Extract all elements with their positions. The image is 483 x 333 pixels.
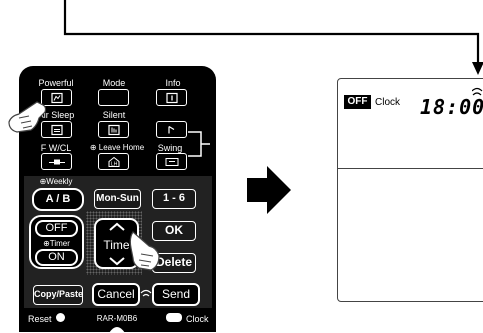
pointing-hand-icon-2	[129, 231, 160, 271]
fw-cl-button[interactable]	[41, 153, 72, 170]
off-button[interactable]: OFF	[35, 220, 78, 237]
powerful-button[interactable]	[41, 89, 72, 106]
lcd-off-badge: OFF	[344, 95, 371, 109]
mode-label: Mode	[102, 78, 126, 88]
delete-button[interactable]: Delete	[152, 253, 196, 273]
one-six-button[interactable]: 1 - 6	[152, 189, 196, 209]
clock-label: Clock	[186, 314, 209, 324]
time-down-icon[interactable]	[108, 256, 126, 266]
clock-button[interactable]	[166, 313, 182, 322]
ok-button[interactable]: OK	[152, 221, 196, 241]
leave-home-button[interactable]: LH	[98, 153, 129, 170]
cancel-button[interactable]: Cancel	[92, 283, 140, 306]
fw-cl-label: F W/CL	[40, 143, 72, 153]
timer-label: ⊕Timer	[43, 239, 70, 248]
reset-button[interactable]	[56, 313, 65, 322]
lcd-display	[337, 78, 483, 302]
silent-label: Silent	[102, 110, 126, 120]
lcd-time: 18:00	[420, 95, 483, 119]
air-sleep-label: Air Sleep	[37, 110, 75, 120]
swing-label: Swing	[157, 143, 183, 153]
info-button[interactable]	[156, 89, 187, 106]
send-button[interactable]: Send	[152, 283, 200, 306]
silent-button[interactable]	[98, 121, 129, 138]
lcd-divider	[338, 168, 483, 169]
time-up-icon[interactable]	[108, 222, 126, 232]
swing-horizontal-icon	[165, 157, 178, 166]
lcd-signal-icon	[472, 87, 483, 96]
pointing-hand-icon	[8, 101, 47, 133]
mon-sun-button[interactable]: Mon-Sun	[94, 189, 141, 209]
weekly-label: ⊕Weekly	[39, 177, 73, 186]
silent-icon	[107, 124, 120, 135]
info-label: Info	[165, 78, 181, 88]
svg-text:LH: LH	[111, 161, 118, 167]
weekly-ab-button[interactable]: A / B	[32, 188, 84, 211]
time-label: Time	[103, 238, 130, 252]
leave-home-text: Leave Home	[98, 143, 145, 152]
swing-vertical-icon	[167, 125, 174, 133]
powerful-icon	[50, 92, 63, 103]
model-label: RAR-M0B6	[96, 314, 138, 323]
lcd-clock-label: Clock	[375, 97, 401, 108]
leave-home-label: ⊕ Leave Home	[89, 143, 145, 152]
powerful-label: Powerful	[38, 78, 74, 88]
leave-home-icon: LH	[108, 156, 119, 167]
fw-cl-icon	[48, 159, 65, 164]
swing-vertical-button[interactable]	[156, 121, 187, 138]
swing-bracket	[188, 131, 210, 157]
air-sleep-icon	[50, 124, 63, 135]
mode-button[interactable]	[98, 89, 129, 106]
info-icon	[165, 92, 178, 103]
weekly-text: Weekly	[46, 177, 73, 186]
air-sleep-button[interactable]	[41, 121, 72, 138]
timer-text: Timer	[49, 239, 70, 248]
reset-label: Reset	[28, 314, 52, 324]
on-button[interactable]: ON	[35, 249, 78, 266]
model-notch	[109, 327, 125, 333]
signal-icon	[140, 289, 152, 297]
swing-button[interactable]	[156, 153, 187, 170]
copy-paste-button[interactable]: Copy/Paste	[33, 285, 83, 305]
right-arrow-icon	[247, 166, 291, 214]
